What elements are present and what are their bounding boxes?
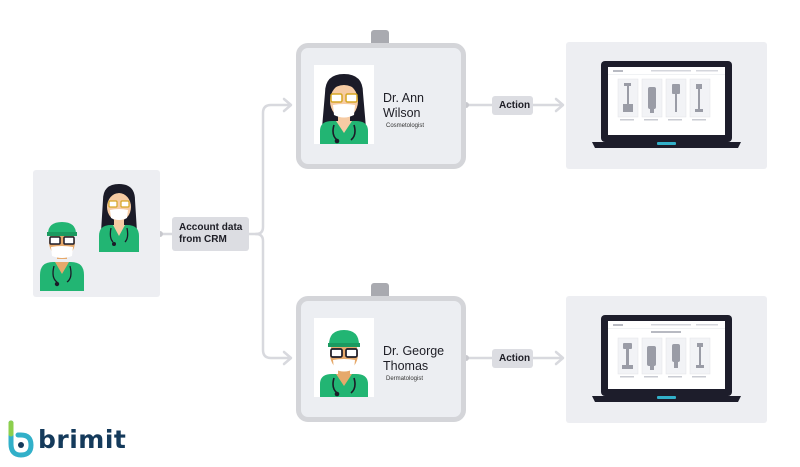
doctor-role: Dermatologist — [386, 376, 424, 382]
doctor-name: Dr. Ann Wilson — [383, 91, 424, 120]
action-chip: Action — [492, 349, 533, 368]
action-label: Action — [499, 99, 531, 111]
badge-ann-wilson: Dr. Ann Wilson Cosmetologist — [296, 43, 466, 169]
male-doctor-icon — [40, 222, 84, 291]
action-chip: Action — [492, 96, 533, 115]
doctor-role: Cosmetologist — [386, 123, 425, 129]
connector-branch-bottom — [254, 232, 291, 360]
brimit-logo: brimit — [8, 420, 126, 458]
badge-george-thomas: Dr. George Thomas Dermatologist — [296, 296, 466, 422]
brand-name: brimit — [38, 424, 127, 454]
laptop-panel-bottom — [566, 296, 767, 423]
female-doctor-icon — [99, 184, 139, 252]
laptop-icon — [592, 61, 741, 148]
arrowhead-icon — [282, 97, 293, 113]
brimit-mark-icon — [8, 420, 34, 458]
laptop-panel-top — [566, 42, 767, 169]
male-doctor-icon — [320, 330, 368, 397]
doctors-group-illustration — [40, 184, 139, 291]
account-data-label: Account data from CRM — [179, 222, 243, 245]
arrowhead-icon — [554, 97, 565, 113]
laptop-icon — [592, 315, 741, 402]
account-data-chip: Account data from CRM — [172, 217, 249, 251]
female-doctor-icon — [320, 74, 368, 144]
ann-wilson-photo — [314, 65, 374, 144]
action-label: Action — [499, 352, 531, 364]
doctor-name: Dr. George Thomas — [383, 344, 445, 373]
arrowhead-icon — [554, 350, 565, 366]
george-thomas-photo — [314, 318, 374, 397]
connector-branch-top — [254, 103, 291, 236]
arrowhead-icon — [282, 350, 293, 366]
doctors-group-panel — [33, 170, 160, 297]
